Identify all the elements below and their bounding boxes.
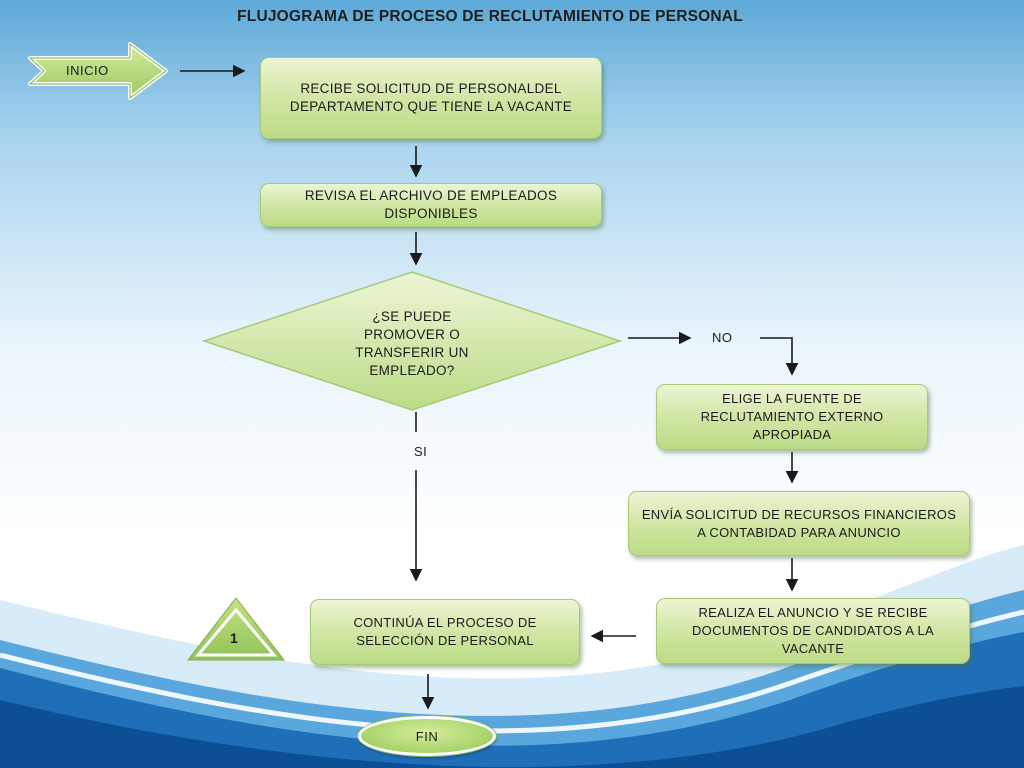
- choose-source-text: ELIGE LA FUENTE DE RECLUTAMIENTO EXTERNO…: [700, 391, 884, 442]
- announce-text: REALIZA EL ANUNCIO Y SE RECIBE DOCUMENTO…: [691, 605, 935, 656]
- announce-box[interactable]: REALIZA EL ANUNCIO Y SE RECIBE DOCUMENTO…: [656, 598, 970, 664]
- review-file-text: REVISA EL ARCHIVO DE EMPLEADOS DISPONIBL…: [304, 188, 558, 221]
- review-file-box[interactable]: REVISA EL ARCHIVO DE EMPLEADOS DISPONIBL…: [260, 183, 602, 227]
- connector-label: 1: [230, 630, 239, 646]
- connector-triangle: [186, 597, 286, 661]
- diagram-title: FLUJOGRAMA DE PROCESO DE RECLUTAMIENTO D…: [237, 8, 743, 25]
- receive-request-box[interactable]: RECIBE SOLICITUD DE PERSONALDEL DEPARTAM…: [260, 57, 602, 139]
- send-request-text: ENVÍA SOLICITUD DE RECURSOS FINANCIEROS …: [641, 506, 957, 540]
- receive-request-text: RECIBE SOLICITUD DE PERSONALDEL DEPARTAM…: [289, 81, 573, 114]
- send-request-box[interactable]: ENVÍA SOLICITUD DE RECURSOS FINANCIEROS …: [628, 491, 970, 556]
- end-text: FIN: [415, 728, 439, 744]
- no-branch-label: NO: [712, 330, 733, 345]
- continue-process-text: CONTINÚA EL PROCESO DE SELECCIÓN DE PERS…: [353, 615, 537, 648]
- continue-process-box[interactable]: CONTINÚA EL PROCESO DE SELECCIÓN DE PERS…: [310, 599, 580, 665]
- yes-branch-label: SI: [414, 444, 428, 459]
- decision-diamond: [201, 271, 623, 411]
- end-terminal[interactable]: FIN: [358, 716, 496, 756]
- start-arrow-shape: [28, 42, 168, 100]
- start-label: INICIO: [66, 63, 109, 78]
- choose-source-box[interactable]: ELIGE LA FUENTE DE RECLUTAMIENTO EXTERNO…: [656, 384, 928, 450]
- decision-text: ¿SE PUEDE PROMOVER O TRANSFERIR UN EMPLE…: [355, 309, 469, 378]
